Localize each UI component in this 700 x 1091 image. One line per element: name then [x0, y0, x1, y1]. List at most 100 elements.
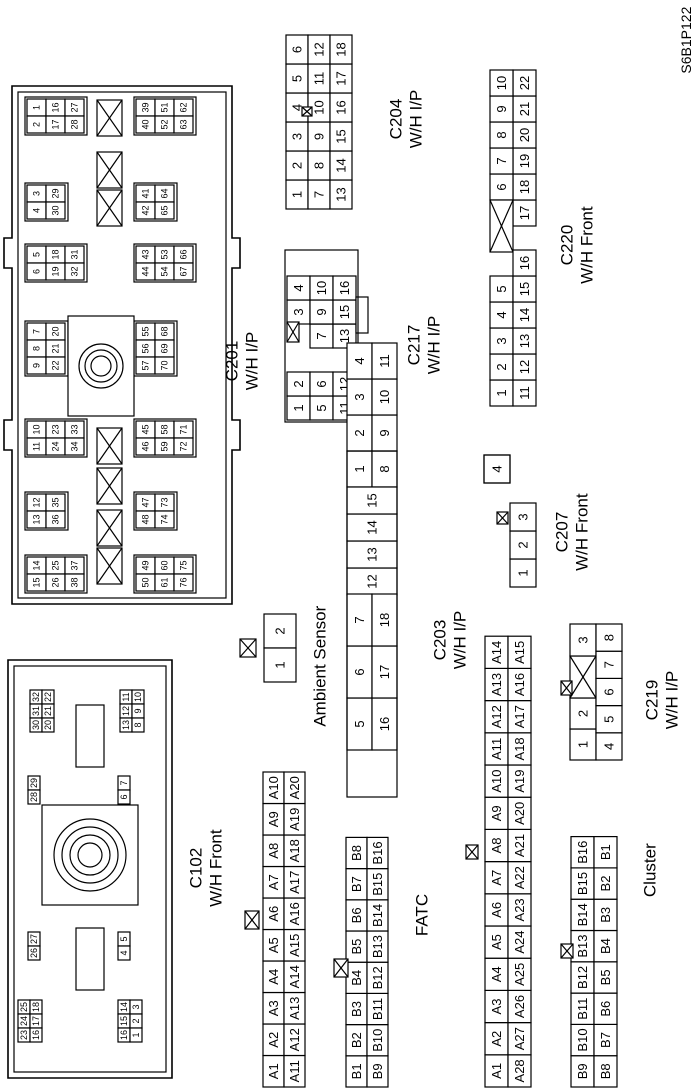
outline — [371, 414, 398, 452]
pin-B6: B6 — [598, 1001, 613, 1017]
pin-A24: A24 — [512, 931, 527, 954]
cross-line — [96, 509, 123, 547]
pin-16: 16 — [31, 1030, 41, 1040]
pin-5: 5 — [494, 285, 509, 292]
pin-1: 1 — [290, 191, 305, 198]
pin-A6: A6 — [489, 902, 504, 918]
pin-label: 59 — [160, 441, 170, 451]
pin-cell — [64, 437, 85, 456]
pin-A7: A7 — [266, 874, 281, 890]
key-mark-line — [465, 844, 479, 860]
outline — [569, 697, 597, 730]
pin-A18: A18 — [512, 737, 527, 760]
c201-bank-outline — [133, 554, 197, 594]
pin-12: 12 — [312, 42, 327, 56]
pin-14: 14 — [365, 520, 380, 534]
c201-bank-outline — [24, 243, 88, 283]
c207-location: W/H Front — [573, 493, 592, 571]
pin-cell — [154, 510, 175, 529]
pin-label: 18 — [51, 249, 61, 259]
pin-label: 61 — [160, 577, 170, 587]
pin-16: 16 — [119, 1030, 129, 1040]
c201-bank-outline — [133, 418, 197, 458]
pin-A20: A20 — [512, 802, 527, 825]
pin-3: 3 — [290, 133, 305, 140]
c201-bank-outline — [24, 491, 69, 531]
pin-B12: B12 — [575, 966, 590, 989]
pin-10: 10 — [312, 100, 327, 114]
pin-label: 48 — [141, 514, 151, 524]
pin-2: 2 — [576, 710, 591, 717]
pin-label: 74 — [160, 514, 170, 524]
pin-8: 8 — [312, 162, 327, 169]
pin-6: 6 — [352, 668, 367, 675]
c201-bank-outline — [133, 96, 197, 136]
pin-A11: A11 — [287, 1060, 302, 1082]
pin-31: 31 — [31, 706, 41, 716]
cross-line — [489, 199, 514, 253]
pin-4: 4 — [119, 950, 129, 955]
pin-3: 3 — [576, 636, 591, 643]
pin-A20: A20 — [287, 776, 302, 799]
cross-line — [96, 99, 123, 137]
pin-cell — [117, 789, 131, 805]
pin-20: 20 — [517, 128, 532, 142]
outline — [346, 450, 373, 488]
connector-c201: 1216172728342930561819313278920212210112… — [3, 85, 262, 605]
pin-29: 29 — [29, 778, 39, 788]
pin-8: 8 — [494, 131, 509, 138]
pin-label: 9 — [32, 363, 42, 368]
pin-label: 7 — [32, 329, 42, 334]
pin-15: 15 — [365, 493, 380, 507]
outline — [509, 502, 537, 532]
pin-label: 43 — [141, 249, 151, 259]
pin-label: 57 — [141, 360, 151, 370]
pin-7: 7 — [314, 332, 329, 339]
c201-location: W/H I/P — [243, 332, 262, 391]
pin-cell — [27, 789, 41, 805]
pin-label: 8 — [32, 346, 42, 351]
pin-A19: A19 — [287, 808, 302, 831]
c217-latch — [355, 296, 369, 334]
pin-4: 4 — [290, 104, 305, 111]
key-mark-line — [239, 638, 257, 658]
pin-5: 5 — [602, 716, 617, 723]
pin-1: 1 — [291, 404, 306, 411]
pin-15: 15 — [119, 1016, 129, 1026]
pin-8: 8 — [602, 634, 617, 641]
pin-cell — [41, 717, 55, 733]
pin-cell — [27, 945, 41, 961]
pin-B5: B5 — [349, 939, 364, 955]
pin-A11: A11 — [489, 738, 504, 760]
outline — [346, 414, 373, 452]
pin-label: 6 — [32, 269, 42, 274]
pin-A17: A17 — [287, 871, 302, 894]
pin-label: 38 — [70, 577, 80, 587]
pin-9: 9 — [314, 308, 329, 315]
pin-label: 69 — [160, 343, 170, 353]
pin-17: 17 — [334, 71, 349, 85]
cross-line — [96, 427, 123, 465]
pin-label: 11 — [32, 442, 42, 451]
outline — [509, 558, 537, 588]
pin-12: 12 — [517, 360, 532, 374]
pin-1: 1 — [273, 661, 288, 668]
pin-1: 1 — [576, 741, 591, 748]
pin-A9: A9 — [266, 811, 281, 827]
pin-6: 6 — [494, 183, 509, 190]
pin-1: 1 — [494, 389, 509, 396]
pin-A16: A16 — [512, 673, 527, 696]
c217-location: W/H I/P — [425, 316, 444, 375]
pin-24: 24 — [19, 1016, 29, 1026]
pin-label: 37 — [70, 560, 80, 570]
pin-label: 16 — [51, 102, 61, 112]
pin-cell — [173, 115, 194, 134]
fatc-name: FATC — [413, 894, 432, 936]
pin-label: 53 — [160, 249, 170, 259]
pin-9: 9 — [377, 429, 392, 436]
pin-A2: A2 — [266, 1032, 281, 1048]
pin-16: 16 — [377, 717, 392, 731]
pin-4: 4 — [291, 284, 306, 291]
